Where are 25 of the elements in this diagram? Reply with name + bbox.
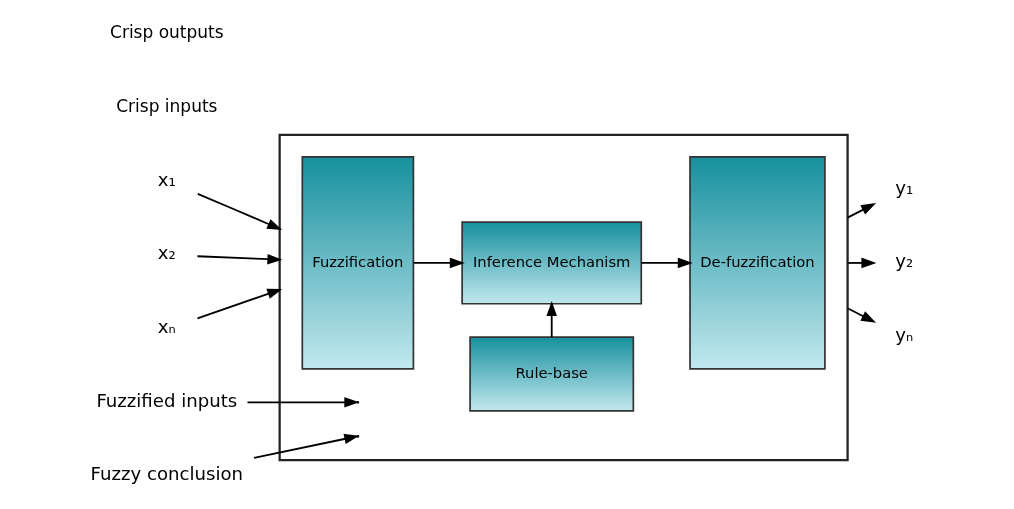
node-box: Rule-base xyxy=(468,335,634,412)
label: Crisp outputs xyxy=(109,21,224,42)
arrow xyxy=(412,257,465,268)
node-box: Inference Mechanism xyxy=(460,220,642,305)
arrow xyxy=(252,433,359,459)
node-text: y₂ xyxy=(894,249,913,271)
node-text: yₙ xyxy=(894,323,913,345)
node-box: De-fuzzification xyxy=(688,155,826,370)
arrow xyxy=(846,202,876,218)
node-text: y₁ xyxy=(894,176,913,198)
arrow xyxy=(545,300,557,338)
arrow xyxy=(640,257,693,268)
arrow xyxy=(196,192,282,230)
arrow xyxy=(196,288,282,319)
arrow xyxy=(846,306,876,323)
node-text: x₂ xyxy=(157,241,176,263)
arrow xyxy=(846,257,876,268)
node-text: Fuzzy conclusion xyxy=(90,462,243,484)
cluster xyxy=(278,133,849,461)
label: Crisp inputs xyxy=(115,95,217,116)
arrow xyxy=(196,253,282,264)
node-text: Fuzzified inputs xyxy=(95,389,237,411)
node-text: xₙ xyxy=(157,315,176,337)
node-text: x₁ xyxy=(157,168,176,190)
node-box: Fuzzification xyxy=(300,155,414,370)
